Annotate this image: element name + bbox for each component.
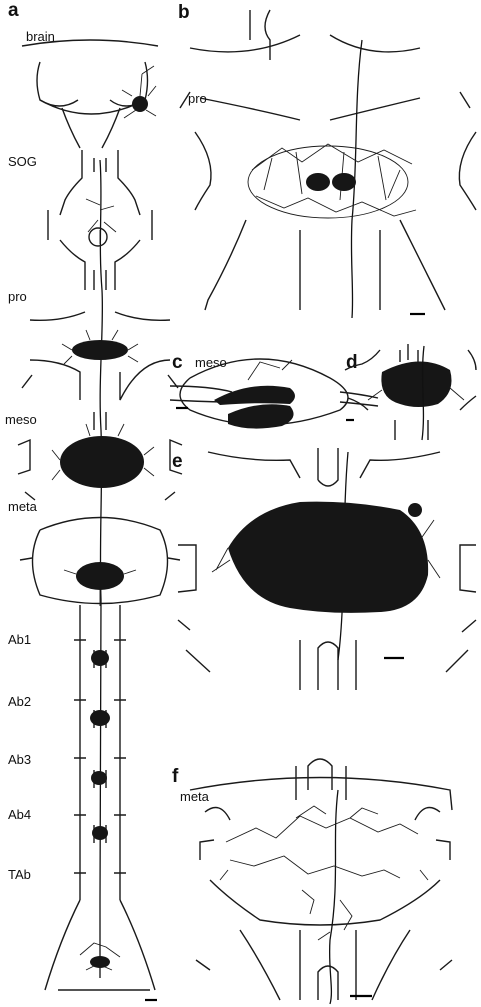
panel-f-meta <box>190 759 452 1004</box>
panel-e <box>178 448 476 690</box>
panel-a-cns <box>18 40 182 1000</box>
panel-d <box>345 344 476 440</box>
panel-b-prothoracic <box>180 10 476 318</box>
